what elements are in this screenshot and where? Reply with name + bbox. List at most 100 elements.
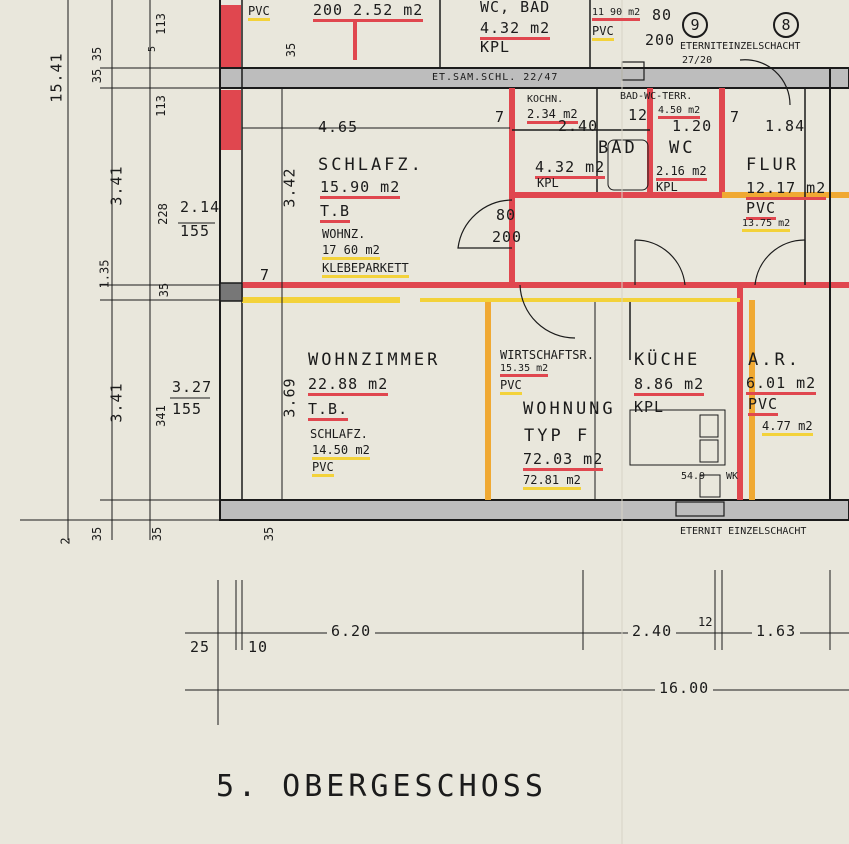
dim-int-h-0: 4.65 [318, 118, 359, 136]
room-wohnzimmer-area: 22.88 m2 [308, 375, 389, 396]
dim-left-b-0: 113 [153, 13, 168, 35]
room-flur-floor: PVC [746, 199, 777, 220]
wall-bottom [219, 499, 849, 521]
apartment-alt-area: 72.81 m2 [523, 473, 581, 490]
room-kueche-area: 8.86 m2 [634, 375, 705, 396]
dim-int-v-3: 3.69 [280, 377, 299, 418]
wk-label: WK [726, 471, 739, 482]
room-wohnzimmer-alt-floor: PVC [312, 460, 334, 477]
room-wohnzimmer-alt-name: SCHLAFZ. [310, 427, 368, 441]
room-wohnzimmer-alt-area: 14.50 m2 [312, 443, 370, 460]
eternit-bottom-label: ETERNIT EINZELSCHACHT [680, 526, 807, 537]
eternit-top-dims: 27/20 [682, 55, 713, 66]
room-flur-area: 12.17 m2 [746, 179, 827, 200]
room-wc-area: 2.16 m2 [656, 164, 707, 181]
apartment-type: TYP F [524, 426, 591, 446]
room-wc-floor: KPL [656, 180, 678, 194]
top-pvc-left: PVC [248, 4, 270, 21]
dim-bottom-2: 6.20 [327, 624, 376, 639]
dim-bottom-1: 10 [248, 638, 269, 656]
marker-eight: 8 [773, 12, 799, 38]
dim-int-v-1: 3.42 [280, 167, 299, 208]
room-wirtschaftsr-name: WIRTSCHAFTSR. [500, 348, 594, 362]
shaft-bottom [675, 501, 725, 517]
door-swing-5 [739, 59, 791, 106]
window-left-2 [221, 90, 241, 150]
top-wc-bad: WC, BAD [480, 0, 551, 16]
dim-left-a-4: 3.41 [107, 382, 126, 423]
room-kueche-floor: KPL [634, 398, 665, 416]
room-schlafz-name: SCHLAFZ. [318, 155, 424, 175]
dim-int-v-4: 35 [262, 526, 277, 542]
dim-left-a-6: 35 [90, 526, 105, 542]
floor-title: 5. OBERGESCHOSS [216, 769, 547, 804]
door-swing-3 [634, 239, 686, 286]
dim-int-h-6: 7 [730, 108, 741, 126]
door-swing-4 [754, 239, 806, 286]
room-kueche-name: KÜCHE [634, 350, 701, 370]
kitchen-counter [629, 409, 726, 466]
wall-stub [219, 282, 243, 302]
dim-bottom-total: 16.00 [655, 681, 714, 696]
dim-int-v-0: 35 [284, 42, 299, 58]
top-wc-bad-area: 4.32 m2 [480, 19, 551, 40]
room-schlafz-area: 15.90 m2 [320, 178, 401, 199]
room-schlafz-alt-area: 17 60 m2 [322, 243, 380, 260]
room-wirtschaftsr-area: 15.35 m2 [500, 363, 549, 377]
dim-bottom-0: 25 [190, 638, 211, 656]
et-sam-label: ET.SAM.SCHL. 22/47 [432, 72, 559, 83]
window-left-1 [221, 5, 241, 67]
marker-nine: 9 [682, 12, 708, 38]
top-d80: 80 [652, 6, 673, 24]
room-schlafz-alt-floor: KLEBEPARKETT [322, 261, 409, 278]
room-kochn-area: 2.34 m2 [527, 107, 578, 124]
bathtub [607, 139, 649, 191]
top-right-area: 11 90 m2 [592, 7, 641, 21]
dim-left-total: 15.41 [47, 52, 66, 103]
room-bad-wc-top-area: 4.50 m2 [658, 105, 701, 119]
door-swing-1 [457, 199, 513, 249]
dim-left-b-4: 35 [157, 282, 172, 298]
shaft-label: 54.9 [681, 471, 706, 482]
dim-left-a-0: 35 [90, 46, 105, 62]
room-schlafz-floor: T.B [320, 202, 351, 223]
dim-left-b-1: 5 [147, 45, 159, 53]
dim-bottom-4: 12 [698, 615, 713, 629]
room-ar-name: A.R. [748, 350, 801, 370]
room-flur-alt-area: 13.75 m2 [742, 218, 791, 232]
dim-int-h-1: 2.40 [558, 117, 599, 135]
room-wohnzimmer-floor: T.B. [308, 400, 349, 421]
room-schlafz-alt-name: WOHNZ. [322, 227, 366, 241]
room-bad-wc-top-name: BAD-WC-TERR. [620, 91, 693, 102]
eternit-top-label: ETERNITEINZELSCHACHT [680, 41, 801, 52]
room-wc-name: WC [669, 138, 696, 158]
apartment-name: WOHNUNG [523, 399, 616, 419]
dim-bottom-3: 2.40 [628, 624, 677, 639]
door-dim-200: 200 [492, 228, 523, 246]
dim-left-a-3: 1.35 [97, 259, 112, 289]
dim-left-a-1: 35 [90, 68, 105, 84]
dim-left-a-2: 3.41 [107, 165, 126, 206]
top-area-left: 200 2.52 m2 [313, 1, 424, 22]
top-pvc-right: PVC [592, 24, 614, 41]
dim-left-b-2: 113 [153, 95, 168, 117]
dim-int-h-3: 1.84 [765, 117, 806, 135]
room-bad-name: BAD [598, 138, 638, 158]
room-kochn-name: KOCHN. [527, 94, 564, 105]
dim-left-a-5: 2 [58, 537, 73, 545]
room-flur-name: FLUR [746, 155, 799, 175]
room-bad-area: 4.32 m2 [535, 158, 606, 179]
dim-int-h-4: 12 [628, 106, 649, 124]
door-swing-2 [519, 284, 576, 339]
dim-int-h-5: 7 [495, 108, 506, 126]
apartment-area: 72.03 m2 [523, 450, 604, 471]
dim-left-b-3: 228 [155, 203, 170, 225]
top-kpl: KPL [480, 38, 511, 56]
room-ar-area: 6.01 m2 [746, 374, 817, 395]
room-bad-floor: KPL [537, 176, 559, 190]
dim-left-b-5: 341 [153, 405, 168, 427]
dim-left-c-0: 2.14 [180, 198, 221, 216]
dim-left-c-1: 155 [180, 222, 211, 240]
dim-left-c-2: 3.27 [172, 378, 213, 396]
